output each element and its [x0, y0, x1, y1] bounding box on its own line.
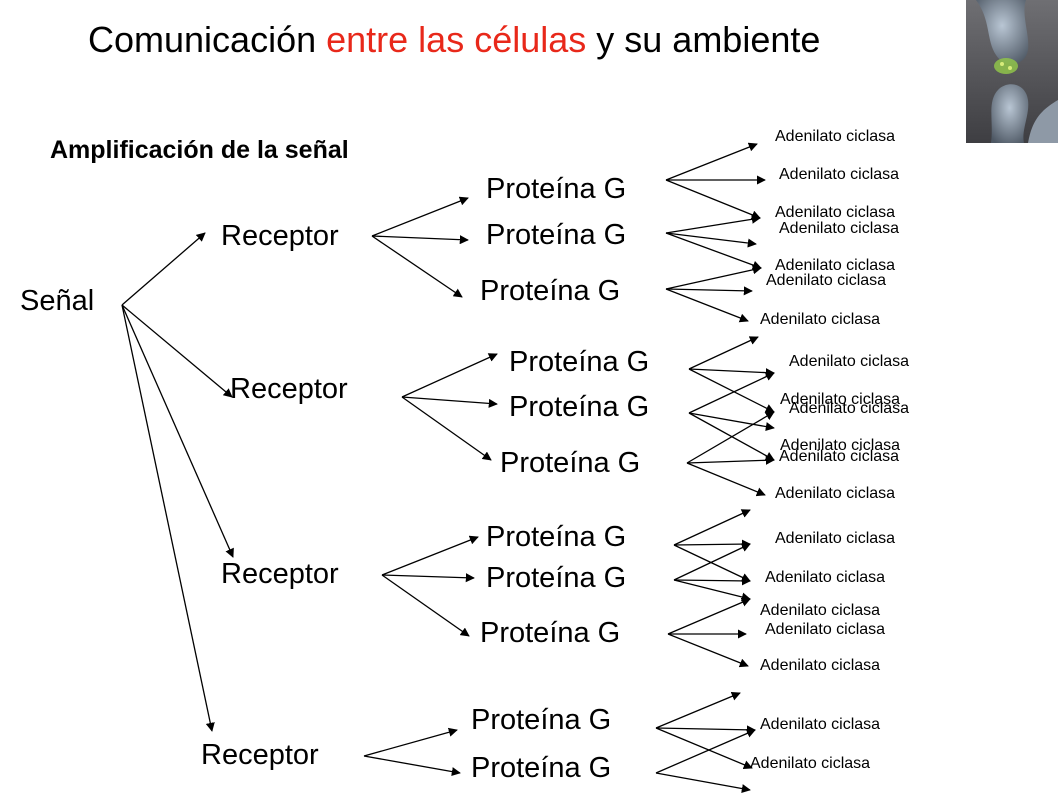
- g-protein-label: Proteína G: [486, 521, 627, 553]
- signal-label: Señal: [20, 285, 95, 317]
- g-protein-arrow: [665, 142, 758, 181]
- g-protein-arrow: [688, 368, 775, 413]
- g-protein-arrow: [665, 214, 761, 234]
- receptor-label: Receptor: [221, 558, 339, 590]
- g-protein-label: Proteína G: [500, 447, 641, 479]
- receptor-arrow: [401, 396, 498, 408]
- g-protein-arrow: [655, 729, 756, 774]
- receptor-arrow: [363, 755, 461, 777]
- receptor-arrow: [363, 727, 458, 757]
- adenylate-cyclase-label: Adenilato ciclasa: [766, 272, 887, 289]
- adenylate-cyclase-label: Adenilato ciclasa: [789, 400, 910, 417]
- receptor-arrow: [371, 235, 469, 245]
- adenylate-cyclase-label: Adenilato ciclasa: [760, 311, 881, 328]
- g-protein-arrow: [655, 727, 753, 770]
- neuron-synapse-image: [966, 0, 1058, 143]
- g-protein-label: Proteína G: [509, 346, 650, 378]
- adenylate-cyclase-label: Adenilato ciclasa: [760, 602, 881, 619]
- adenylate-cyclase-label: Adenilato ciclasa: [775, 530, 896, 547]
- title-part-3: y su ambiente: [586, 19, 821, 60]
- title-part-1: Comunicación: [88, 19, 327, 60]
- g-protein-arrow: [686, 462, 766, 497]
- slide-title: Comunicación entre las células y su ambi…: [88, 22, 820, 58]
- adenylate-cyclase-label: Adenilato ciclasa: [775, 485, 896, 502]
- g-protein-arrow: [688, 368, 775, 378]
- receptor-label: Receptor: [221, 220, 339, 252]
- adenylate-cyclase-label: Adenilato ciclasa: [789, 353, 910, 370]
- g-protein-arrow: [655, 772, 751, 793]
- g-protein-arrow: [673, 544, 751, 582]
- receptor-arrow: [401, 396, 492, 461]
- receptor-arrow: [371, 235, 463, 298]
- receptor-arrow: [401, 353, 498, 398]
- signal-arrow: [121, 304, 234, 558]
- g-protein-arrow: [688, 412, 775, 432]
- adenylate-cyclase-label: Adenilato ciclasa: [779, 166, 900, 183]
- adenylate-cyclase-label: Adenilato ciclasa: [775, 128, 896, 145]
- g-protein-arrow: [655, 691, 741, 729]
- adenylate-cyclase-label: Adenilato ciclasa: [760, 657, 881, 674]
- g-protein-label: Proteína G: [486, 219, 627, 251]
- g-protein-arrow: [665, 286, 753, 296]
- adenylate-cyclase-label: Adenilato ciclasa: [775, 204, 896, 221]
- signal-arrow: [121, 232, 206, 306]
- adenylate-cyclase-label: Adenilato ciclasa: [775, 257, 896, 274]
- g-protein-arrow: [665, 232, 757, 248]
- adenylate-cyclase-label: Adenilato ciclasa: [779, 220, 900, 237]
- g-protein-label: Proteína G: [486, 562, 627, 594]
- receptor-arrow: [381, 574, 470, 637]
- g-protein-arrow: [665, 232, 762, 270]
- g-protein-label: Proteína G: [471, 704, 612, 736]
- g-protein-arrow: [655, 725, 756, 735]
- g-protein-label: Proteína G: [486, 173, 627, 205]
- g-protein-arrow: [667, 633, 749, 668]
- g-protein-arrow: [686, 411, 775, 464]
- g-protein-arrow: [673, 576, 751, 586]
- g-protein-arrow: [673, 543, 751, 581]
- receptor-arrow: [371, 196, 469, 237]
- subtitle: Amplificación de la señal: [50, 136, 349, 164]
- g-protein-arrow: [673, 539, 751, 549]
- receptor-arrow: [381, 535, 479, 576]
- signal-arrow: [121, 304, 233, 398]
- g-protein-label: Proteína G: [509, 391, 650, 423]
- receptor-label: Receptor: [230, 373, 348, 405]
- adenylate-cyclase-label: Adenilato ciclasa: [765, 621, 886, 638]
- signal-arrow: [121, 304, 215, 732]
- g-protein-arrow: [667, 598, 751, 635]
- g-protein-label: Proteína G: [471, 752, 612, 784]
- adenylate-cyclase-label: Adenilato ciclasa: [780, 391, 901, 408]
- g-protein-arrow: [665, 265, 762, 290]
- receptor-label: Receptor: [201, 739, 319, 771]
- g-protein-arrow: [688, 336, 759, 370]
- adenylate-cyclase-label: Adenilato ciclasa: [779, 448, 900, 465]
- receptor-arrow: [381, 573, 475, 583]
- g-protein-arrow: [673, 579, 751, 602]
- g-protein-arrow: [688, 372, 775, 414]
- adenylate-cyclase-label: Adenilato ciclasa: [760, 716, 881, 733]
- g-protein-arrow: [673, 509, 751, 546]
- g-protein-arrow: [686, 455, 775, 465]
- adenylate-cyclase-label: Adenilato ciclasa: [750, 755, 871, 772]
- g-protein-arrow: [665, 179, 761, 220]
- title-highlight: entre las células: [326, 19, 587, 60]
- g-protein-label: Proteína G: [480, 275, 621, 307]
- adenylate-cyclase-label: Adenilato ciclasa: [765, 569, 886, 586]
- g-protein-label: Proteína G: [480, 617, 621, 649]
- adenylate-cyclase-label: Adenilato ciclasa: [780, 437, 901, 454]
- g-protein-arrow: [665, 288, 749, 323]
